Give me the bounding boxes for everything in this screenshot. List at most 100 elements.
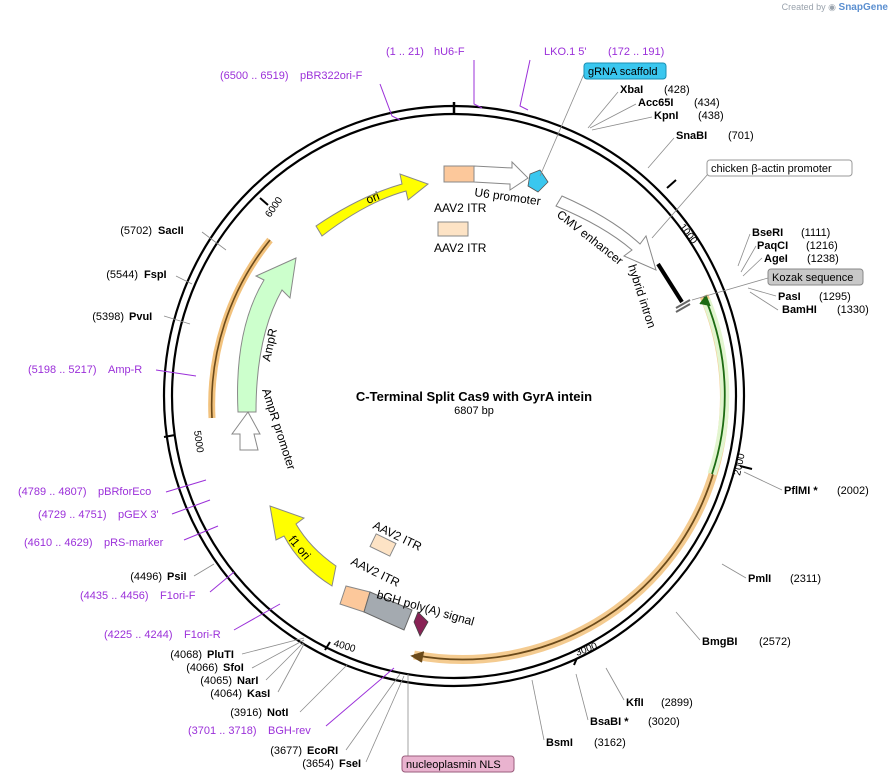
primer-ampr-name[interactable]: Amp-R: [108, 364, 142, 376]
enzyme-pflmi-name[interactable]: PflMI *: [784, 485, 818, 497]
tick-4000: [324, 641, 331, 651]
enzyme-pvui-name[interactable]: PvuI: [129, 311, 152, 323]
tick-2000: [739, 465, 753, 470]
primer-f1orir-name[interactable]: F1ori-R: [184, 629, 221, 641]
primer-pbrforeco-name[interactable]: pBRforEco: [98, 486, 151, 498]
leader-bamhi: [749, 291, 779, 311]
primer-bghrev-name[interactable]: BGH-rev: [268, 725, 311, 737]
primer-lko1-name[interactable]: LKO.1 5': [544, 46, 586, 58]
leader-bmgbi: [675, 611, 701, 641]
primer-leaders: [155, 59, 531, 727]
primer-prs-range: (4610 .. 4629): [24, 537, 93, 549]
bgh-polya-feature[interactable]: [363, 591, 413, 631]
enzyme-kfli-pos: (2899): [661, 697, 693, 709]
enzyme-nari-name[interactable]: NarI: [237, 675, 258, 687]
aav2-itr-bottom-light-feature[interactable]: [369, 533, 397, 557]
enzyme-bsmi-name[interactable]: BsmI: [546, 737, 573, 749]
nucleoplasmin-nls-tag[interactable]: nucleoplasmin NLS: [401, 755, 515, 773]
position-tick-marks: [163, 102, 753, 666]
primer-leader-f1orir: [233, 603, 281, 631]
enzyme-kpni-name[interactable]: KpnI: [654, 110, 678, 122]
leader-snabi: [647, 137, 675, 169]
f1-ori-feature[interactable]: [269, 505, 337, 587]
enzyme-kfli-name[interactable]: KflI: [626, 697, 644, 709]
primer-ampr-range: (5198 .. 5217): [28, 364, 97, 376]
cba-leader: [651, 173, 709, 239]
hybrid-intron-feature[interactable]: [656, 262, 684, 304]
grna-scaffold-tag[interactable]: gRNA scaffold: [583, 62, 667, 80]
tick-label-3000: 3000: [574, 641, 599, 659]
kozak-sequence-tag[interactable]: Kozak sequence: [767, 268, 864, 286]
enzyme-bsabi-pos: (3020): [648, 716, 680, 728]
left-enzyme-labels: (5702) SacII (5544) FspI (5398) PvuI (44…: [92, 225, 361, 770]
enzyme-agei-name[interactable]: AgeI: [764, 253, 788, 265]
leader-noti: [299, 663, 349, 713]
enzyme-bsabi-name[interactable]: BsaBI *: [590, 716, 629, 728]
primer-leader-prs: [183, 525, 219, 541]
cmv-enhancer-feature[interactable]: [555, 195, 657, 271]
enzyme-ecori-name[interactable]: EcoRI: [307, 745, 338, 757]
aav2-itr-top-label: AAV2 ITR: [434, 201, 487, 215]
tick-6000: [259, 197, 269, 206]
enzyme-ecori-pos: (3677): [270, 745, 302, 757]
ori-label: ori: [364, 189, 382, 207]
enzyme-sfoi-name[interactable]: SfoI: [223, 662, 244, 674]
grna-scaffold-box: [583, 62, 667, 80]
u6-promoter-feature[interactable]: [473, 160, 529, 191]
primer-lko1-range: (172 .. 191): [608, 46, 664, 58]
primer-f1orif-name[interactable]: F1ori-F: [160, 590, 196, 602]
enzyme-paqci-pos: (1216): [806, 240, 838, 252]
right-enzyme-labels: XbaI (428) Acc65I (434) KpnI (438) SnaBI…: [546, 84, 869, 749]
enzyme-kasi-name[interactable]: KasI: [247, 688, 270, 700]
right-enzyme-leaders: [531, 91, 783, 741]
primer-pgex-name[interactable]: pGEX 3': [118, 509, 159, 521]
ori-feature[interactable]: [315, 173, 430, 237]
snapgene-logo-icon: ◉: [828, 2, 837, 12]
kozak-leader: [691, 277, 769, 301]
aav2-itr-top-feature[interactable]: [443, 165, 475, 183]
primer-pgex-range: (4729 .. 4751): [38, 509, 107, 521]
enzyme-bsmi-pos: (3162): [594, 737, 626, 749]
enzyme-pluti-name[interactable]: PluTI: [207, 649, 234, 661]
enzyme-xbai-name[interactable]: XbaI: [620, 84, 643, 96]
leader-pluti: [241, 637, 305, 655]
enzyme-snabi-name[interactable]: SnaBI: [676, 130, 707, 142]
enzyme-sacii-name[interactable]: SacII: [158, 225, 184, 237]
enzyme-nari-pos: (4065): [200, 675, 232, 687]
enzyme-fspi-name[interactable]: FspI: [144, 269, 167, 281]
ampr-promoter-feature[interactable]: [231, 411, 261, 451]
chicken-beta-actin-promoter-tag[interactable]: chicken β-actin promoter: [706, 159, 853, 177]
enzyme-bamhi-name[interactable]: BamHI: [782, 304, 817, 316]
primer-prs-name[interactable]: pRS-marker: [104, 537, 164, 549]
primer-pbr322-name[interactable]: pBR322ori-F: [300, 70, 363, 82]
enzyme-pasi-name[interactable]: PasI: [778, 291, 801, 303]
enzyme-bseri-name[interactable]: BseRI: [752, 227, 783, 239]
polya-marker-feature[interactable]: [413, 611, 429, 637]
leader-acc65i: [589, 103, 637, 129]
enzyme-pmli-name[interactable]: PmlI: [748, 573, 771, 585]
primer-hu6f-name[interactable]: hU6-F: [434, 46, 465, 58]
kozak-label: Kozak sequence: [772, 272, 853, 284]
leader-nari: [265, 641, 305, 681]
enzyme-paqci-name[interactable]: PaqCI: [757, 240, 788, 252]
tick-label-5000: 5000: [191, 430, 205, 454]
enzyme-fsei-name[interactable]: FseI: [339, 758, 361, 770]
enzyme-psii-name[interactable]: PsiI: [167, 571, 187, 583]
primer-f1orir-range: (4225 .. 4244): [104, 629, 173, 641]
grna-scaffold-label: gRNA scaffold: [588, 66, 658, 78]
watermark-brand: SnapGene: [838, 2, 888, 13]
primer-leader-bghrev: [325, 667, 395, 727]
enzyme-acc65i-name[interactable]: Acc65I: [638, 97, 673, 109]
grna-leader: [539, 73, 585, 177]
enzyme-bmgbi-name[interactable]: BmgBI: [702, 636, 737, 648]
leader-kpni: [591, 116, 653, 131]
ampr-feature[interactable]: [237, 257, 297, 413]
left-enzyme-leaders: [163, 231, 405, 763]
snapgene-watermark: Created by ◉ SnapGene: [782, 2, 888, 13]
enzyme-noti-name[interactable]: NotI: [267, 707, 288, 719]
leader-agei: [742, 257, 763, 277]
aav2-itr-top-light-feature[interactable]: [437, 221, 469, 237]
ampr-label: AmpR: [259, 327, 280, 363]
grna-scaffold-feature[interactable]: [527, 169, 549, 193]
plasmid-length: 6807 bp: [454, 405, 494, 417]
